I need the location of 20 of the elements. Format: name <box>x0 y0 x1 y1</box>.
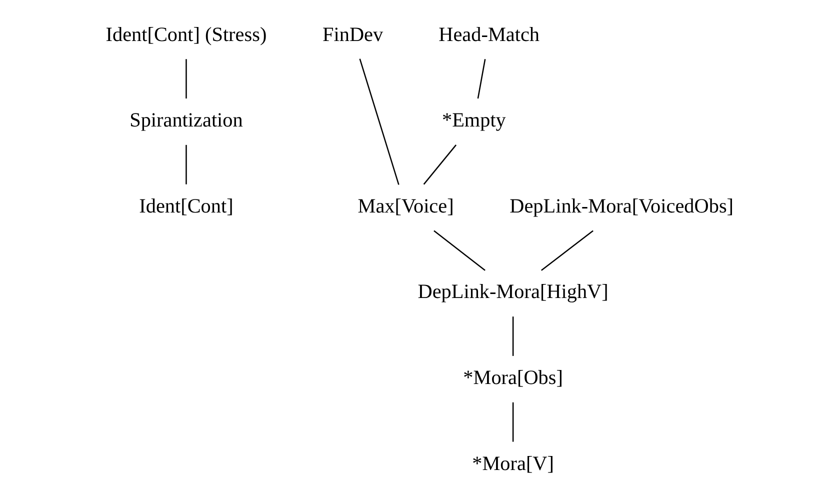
node-text: Head-Match <box>438 24 540 46</box>
node-text: *Empty <box>442 110 506 132</box>
node-text: FinDev <box>322 24 384 46</box>
node-text: Max[Voice] <box>358 195 454 218</box>
connector <box>359 58 400 185</box>
node-text: Ident[Cont] (Stress) <box>106 24 267 46</box>
node-text: *Mora[V] <box>472 452 554 475</box>
connector <box>186 144 187 184</box>
connector <box>477 59 486 99</box>
node-text: Spirantization <box>130 110 243 132</box>
node-text: DepLink-Mora[HighV] <box>418 281 608 304</box>
connector <box>541 230 594 271</box>
connector <box>512 402 514 442</box>
connector <box>423 144 457 185</box>
connector <box>186 59 187 98</box>
connector <box>434 230 486 271</box>
node-text: Ident[Cont] <box>139 195 234 218</box>
node-text: DepLink-Mora[VoicedObs] <box>510 195 734 218</box>
node-text: *Mora[Obs] <box>463 367 563 390</box>
connector <box>512 316 514 356</box>
